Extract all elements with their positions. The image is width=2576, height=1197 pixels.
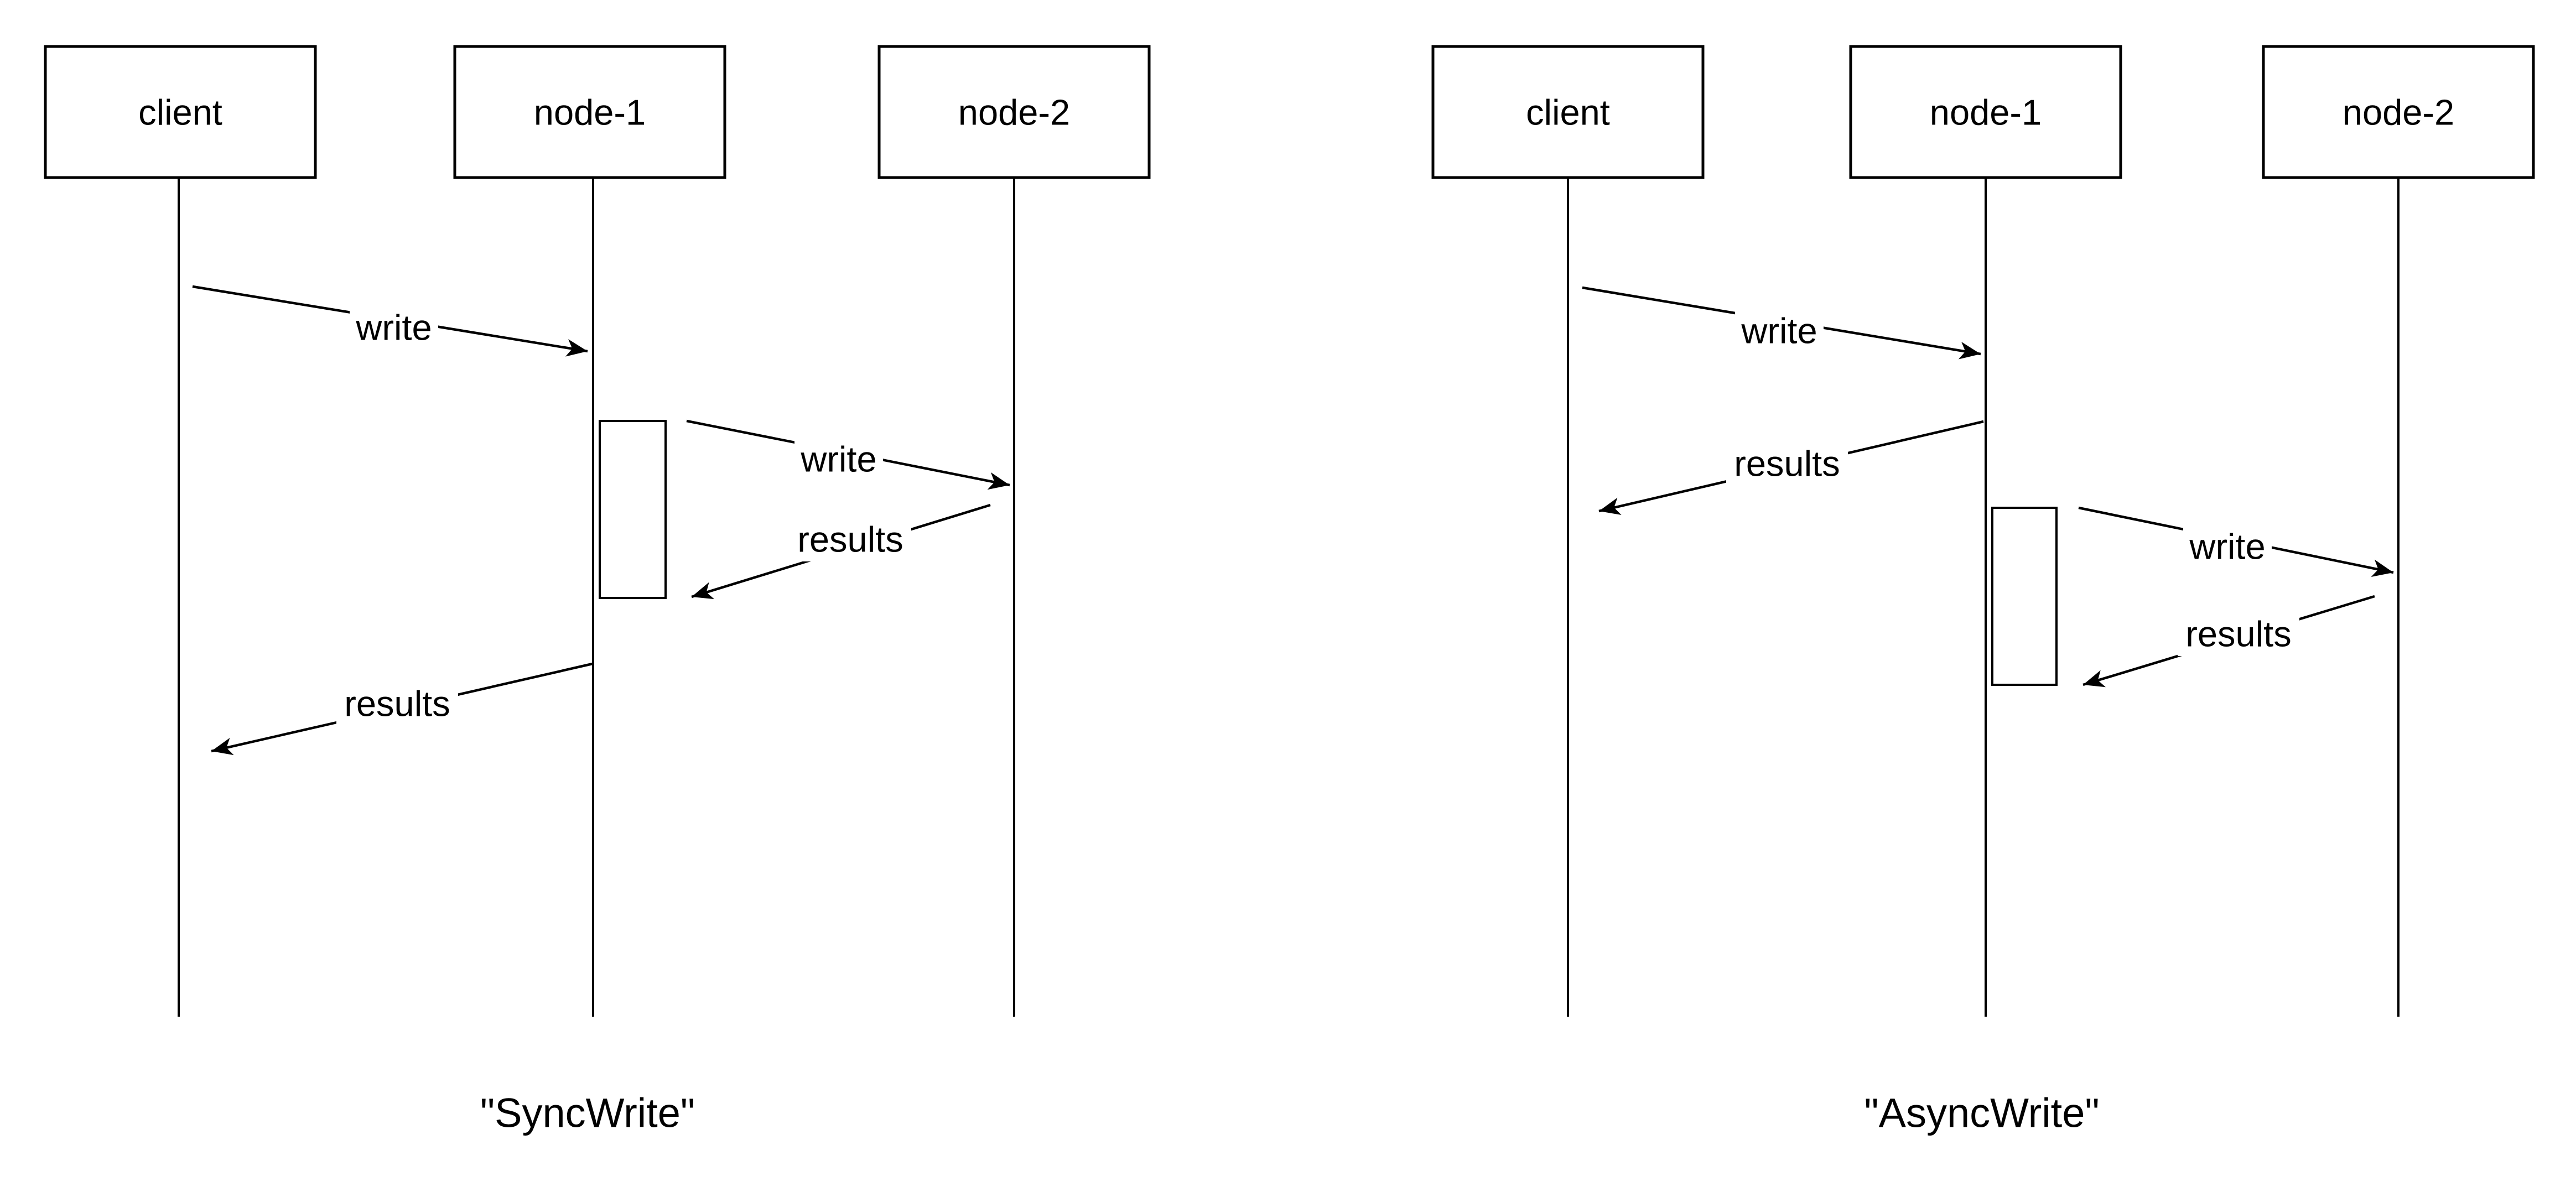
message-label-write-1: write — [355, 308, 432, 348]
actor-label-node-2: node-2 — [958, 92, 1070, 133]
message-label-write-2: write — [800, 439, 876, 480]
actor-box-node-1 — [453, 45, 726, 179]
message-label-halo — [350, 305, 438, 350]
actor-label-client: client — [1526, 92, 1610, 133]
actor-box-client — [44, 45, 317, 179]
actor-box-client — [1431, 45, 1705, 179]
message-label-write-2: write — [2189, 527, 2265, 567]
diagram-syncwrite: write write results results client node-… — [44, 45, 1151, 1136]
message-label-results-2: results — [344, 684, 450, 724]
message-label-results-1: results — [797, 519, 903, 560]
actor-box-node-2 — [2262, 45, 2535, 179]
activation-bar — [599, 420, 667, 599]
message-label-results-2: results — [2185, 614, 2291, 654]
actor-box-node-1 — [1849, 45, 2122, 179]
message-label-halo — [2178, 612, 2299, 656]
message-label-write-1: write — [1741, 311, 1817, 351]
diagram-caption: "AsyncWrite" — [1864, 1090, 2099, 1136]
message-label-halo — [790, 517, 911, 561]
actor-label-node-1: node-1 — [1930, 92, 2042, 133]
activation-bar — [1991, 507, 2058, 686]
actor-label-node-2: node-2 — [2343, 92, 2454, 133]
diagram-asyncwrite: write results write results client node-… — [1431, 45, 2535, 1136]
message-label-halo — [1735, 309, 1824, 353]
message-label-halo — [1726, 441, 1848, 486]
actor-box-node-2 — [877, 45, 1151, 179]
diagram-caption: "SyncWrite" — [480, 1090, 695, 1136]
message-label-halo — [794, 437, 883, 481]
actor-label-client: client — [138, 92, 222, 133]
message-label-halo — [2183, 524, 2272, 569]
actor-label-node-1: node-1 — [534, 92, 646, 133]
message-label-halo — [336, 681, 458, 726]
message-label-results-1: results — [1734, 444, 1840, 484]
